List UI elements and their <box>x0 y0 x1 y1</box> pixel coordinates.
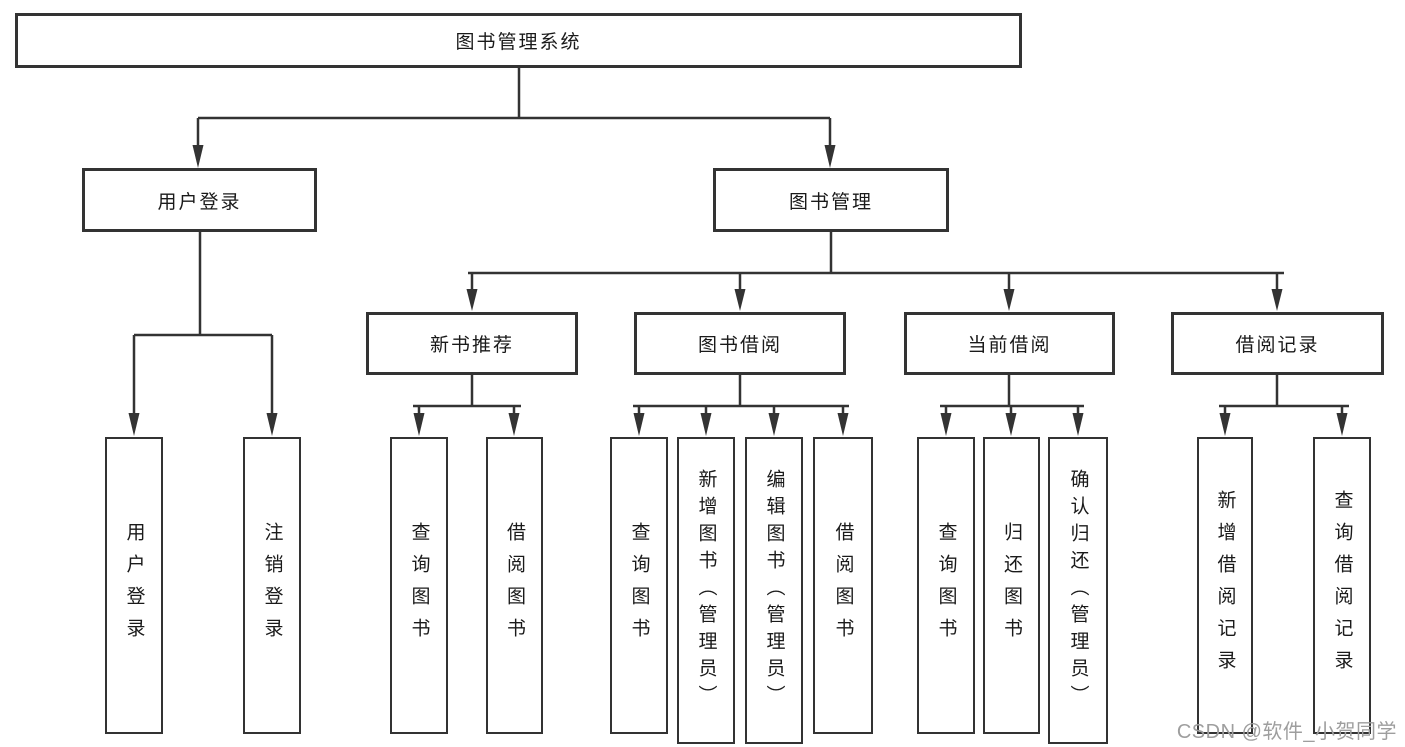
csdn-watermark: CSDN @软件_小贺同学 <box>1176 721 1397 743</box>
root-connectors <box>192 68 836 168</box>
leaf-confirm-return-admin: 确认归还（管理员） <box>1048 437 1108 744</box>
node-new-book-recommend: 新书推荐 <box>366 312 578 375</box>
node-root: 图书管理系统 <box>15 13 1022 68</box>
leaf-return-book: 归还图书 <box>983 437 1040 734</box>
leaf-add-borrow-record: 新增借阅记录 <box>1197 437 1253 734</box>
leaf-borrow-book-recommend: 借阅图书 <box>486 437 543 734</box>
leaf-borrow-book: 借阅图书 <box>813 437 873 734</box>
book-mgmt-connectors <box>466 232 1284 311</box>
leaf-edit-book-admin: 编辑图书（管理员） <box>745 437 803 744</box>
current-borrow-connectors <box>940 375 1084 436</box>
node-book-mgmt: 图书管理 <box>713 168 949 232</box>
leaf-add-book-admin: 新增图书（管理员） <box>677 437 735 744</box>
leaf-query-books-borrow: 查询图书 <box>610 437 668 734</box>
book-borrow-connectors <box>633 375 849 436</box>
node-current-borrow: 当前借阅 <box>904 312 1115 375</box>
borrow-record-connectors <box>1219 375 1349 436</box>
new-book-connectors <box>413 375 521 436</box>
leaf-query-borrow-record: 查询借阅记录 <box>1313 437 1371 734</box>
leaf-query-books-recommend: 查询图书 <box>390 437 448 734</box>
leaf-query-books-current: 查询图书 <box>917 437 975 734</box>
node-user-login: 用户登录 <box>82 168 317 232</box>
node-book-borrow: 图书借阅 <box>634 312 846 375</box>
leaf-user-login: 用户登录 <box>105 437 163 734</box>
user-login-connectors <box>128 232 278 436</box>
node-borrow-record: 借阅记录 <box>1171 312 1384 375</box>
leaf-logout: 注销登录 <box>243 437 301 734</box>
